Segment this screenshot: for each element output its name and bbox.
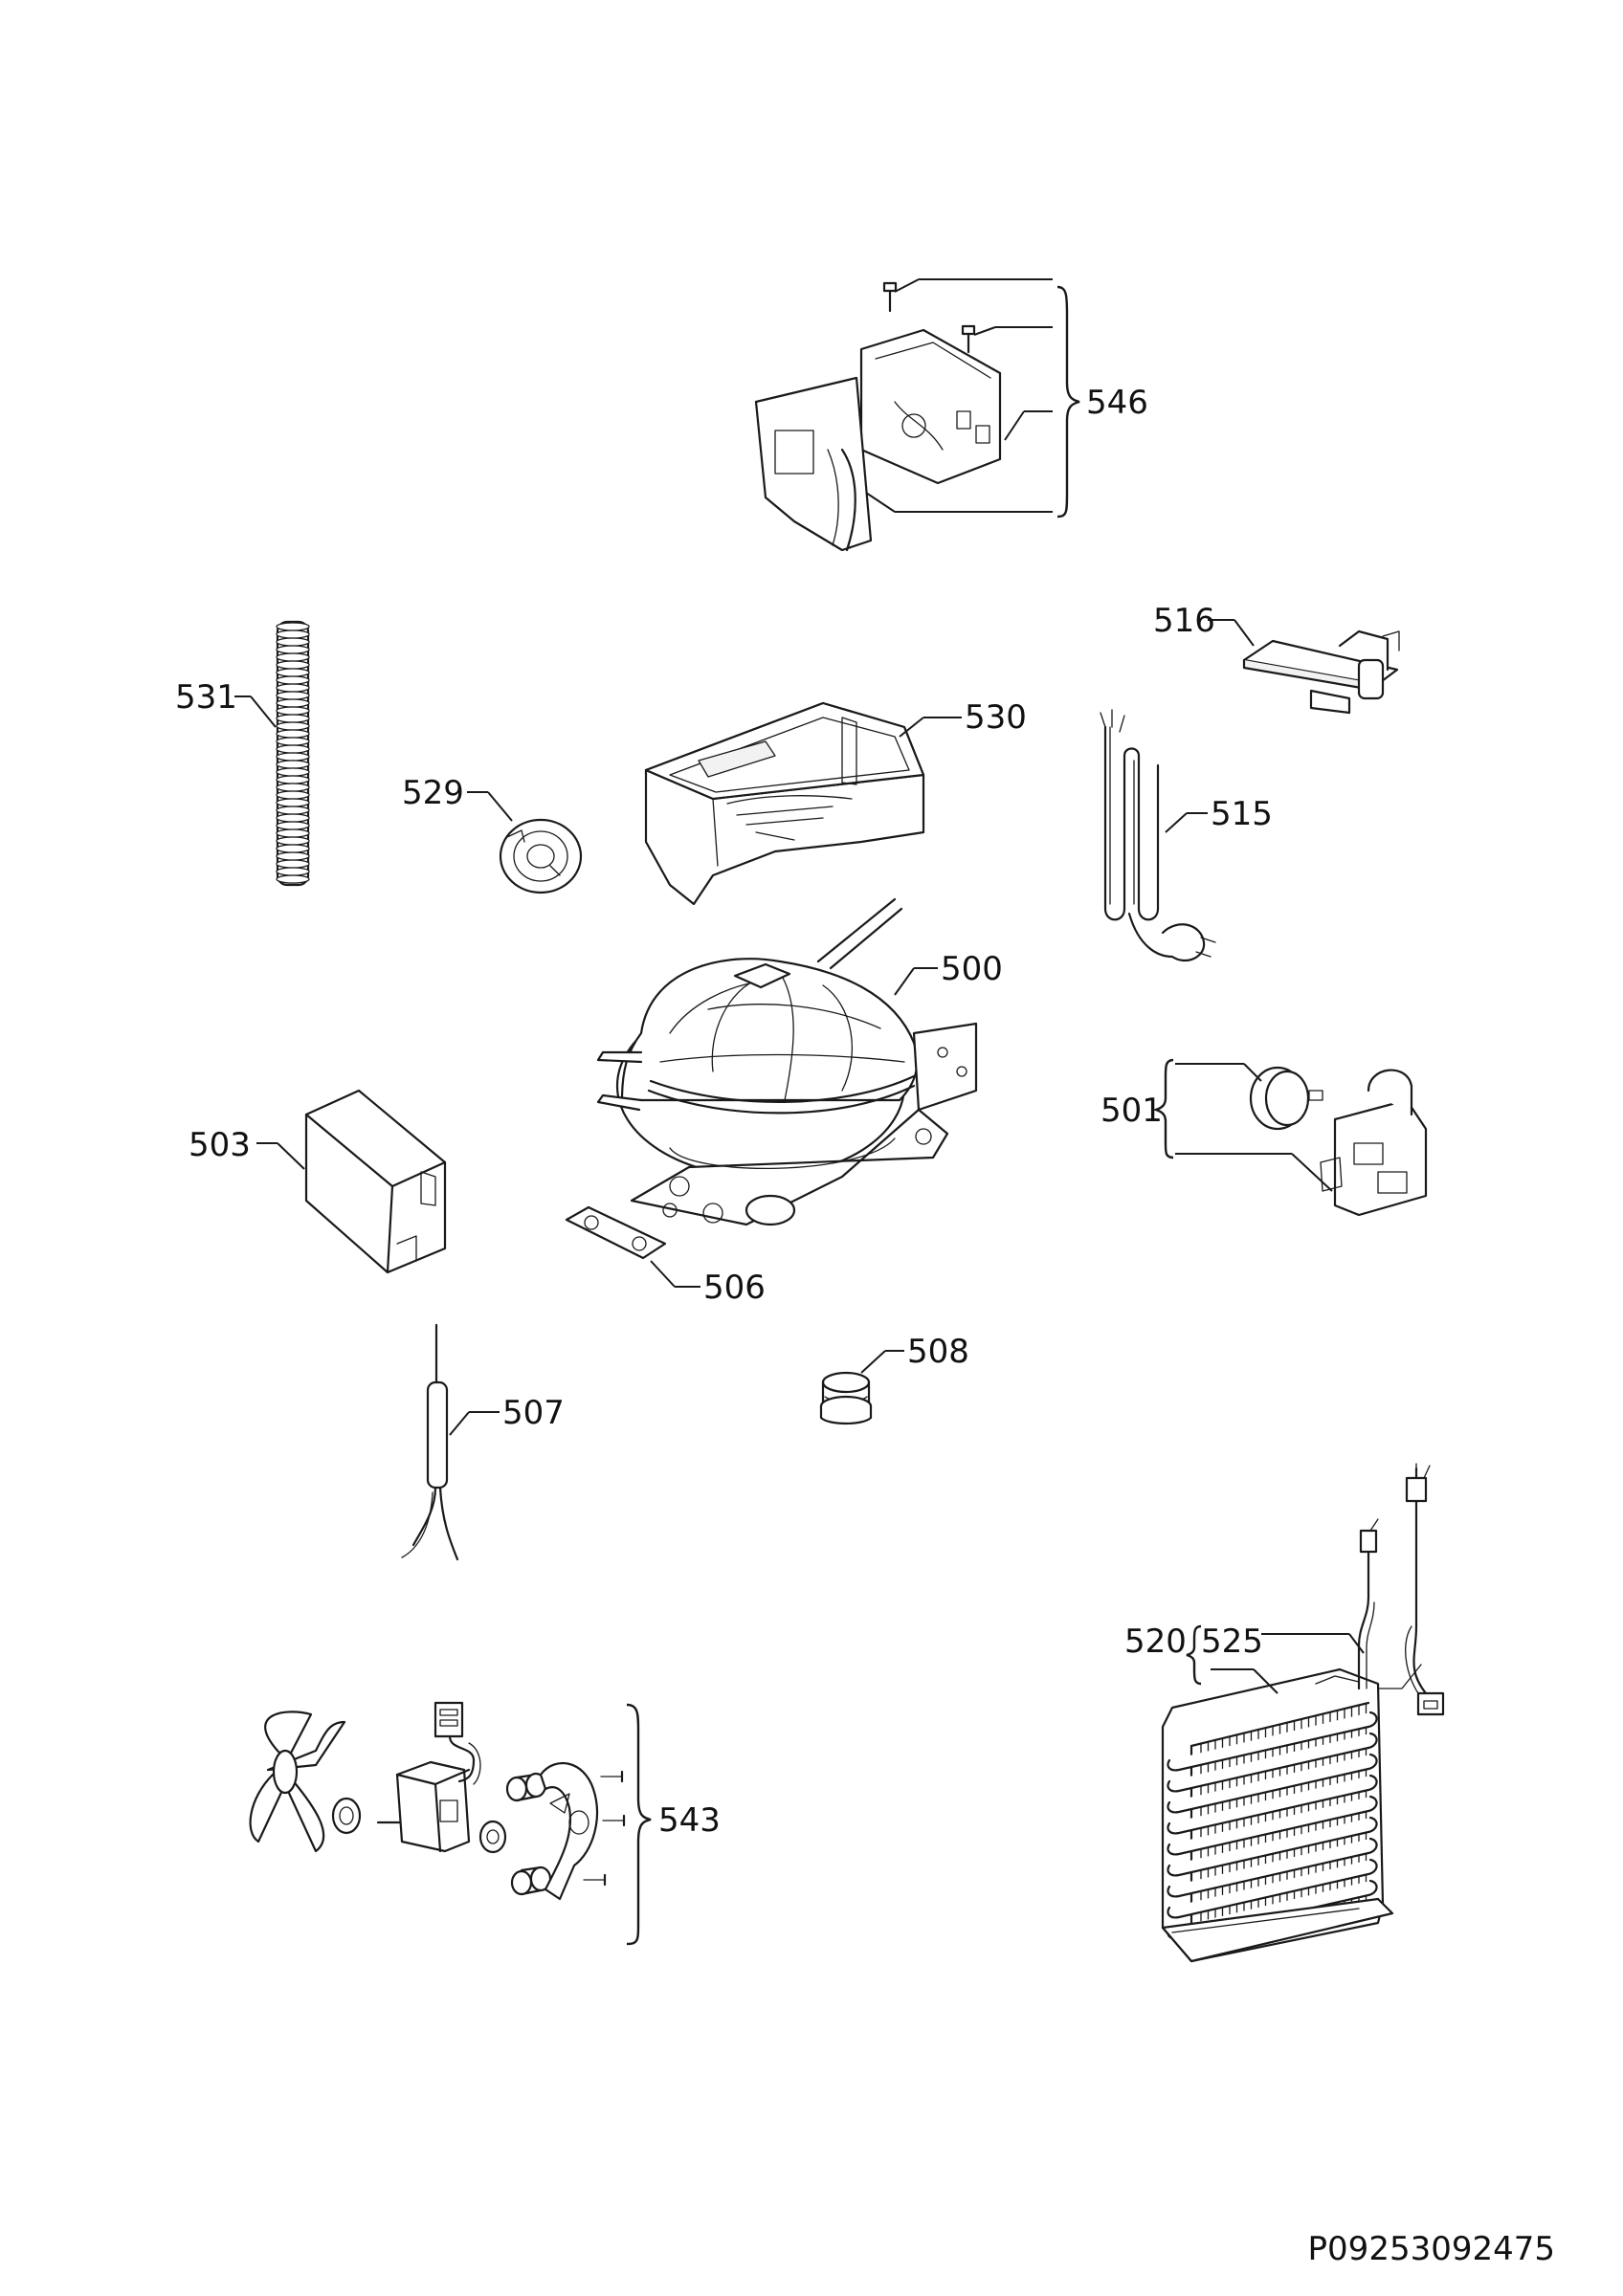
part-543-fan-assembly [249, 1701, 626, 1901]
part-503-cover-box [304, 1089, 447, 1274]
hose-ring [276, 836, 310, 846]
label-516: 516 [1153, 602, 1215, 640]
part-530-compressor-tray [644, 701, 925, 906]
hose-ring [276, 828, 310, 838]
hose-ring [276, 806, 310, 815]
part-531-drain-hose [276, 620, 310, 887]
hose-ring [276, 851, 310, 861]
hose-ring [276, 645, 310, 654]
label-508: 508 [907, 1333, 969, 1371]
label-546: 546 [1086, 384, 1148, 422]
hose-ring [276, 629, 310, 639]
part-520-condenser [1161, 1667, 1394, 1963]
part-529-grommet [499, 818, 583, 894]
label-525: 525 [1201, 1623, 1263, 1661]
hose-ring [276, 691, 310, 700]
label-506: 506 [703, 1269, 766, 1307]
condenser-tube [1167, 1753, 1378, 1814]
condenser-tube [1167, 1837, 1378, 1898]
label-507: 507 [502, 1394, 565, 1432]
hose-ring [276, 867, 310, 876]
hose-ring [276, 714, 310, 723]
hose-ring [276, 874, 310, 884]
hose-ring [276, 729, 310, 739]
hose-ring [276, 859, 310, 869]
part-507-filter-drier [401, 1323, 459, 1561]
part-501-relay-protector [1249, 1066, 1428, 1217]
hose-ring [276, 706, 310, 716]
hose-ring [276, 668, 310, 677]
part-500-compressor [596, 897, 978, 1226]
label-543: 543 [658, 1801, 721, 1840]
part-546-leaders [865, 278, 1080, 519]
part-508-grommet [819, 1371, 873, 1425]
hose-ring [276, 844, 310, 853]
hose-ring [276, 798, 310, 807]
part-525-sensor-leads [1315, 1463, 1445, 1716]
condenser-tube [1167, 1732, 1378, 1793]
hose-ring [276, 683, 310, 693]
hose-ring [276, 790, 310, 800]
hose-ring [276, 637, 310, 647]
label-529: 529 [402, 774, 464, 812]
hose-ring [276, 698, 310, 708]
hose-ring [276, 821, 310, 830]
condenser-tube [1167, 1795, 1378, 1856]
label-530: 530 [965, 698, 1027, 737]
condenser-tube [1167, 1711, 1378, 1772]
condenser-tube [1167, 1858, 1378, 1919]
condenser-tube [1167, 1816, 1378, 1877]
label-520: 520 [1124, 1623, 1187, 1661]
hose-ring [276, 813, 310, 823]
hose-ring [276, 752, 310, 762]
part-515-heater-loop [1100, 709, 1216, 962]
label-500: 500 [941, 950, 1003, 988]
hose-ring [276, 652, 310, 662]
part-546-control-assembly [754, 281, 1002, 552]
hose-ring [276, 660, 310, 670]
label-501: 501 [1101, 1092, 1163, 1130]
hose-ring [276, 721, 310, 731]
hose-ring [276, 622, 310, 631]
hose-ring [276, 675, 310, 685]
drawing-code: P09253092475 [1308, 2230, 1555, 2268]
part-516-sensor-bracket [1242, 629, 1400, 715]
hose-ring [276, 783, 310, 792]
part-506-rubber-strip [565, 1205, 667, 1260]
label-503: 503 [189, 1126, 251, 1164]
hose-ring [276, 775, 310, 784]
hose-ring [276, 744, 310, 754]
hose-ring [276, 767, 310, 777]
label-531: 531 [175, 678, 237, 717]
label-515: 515 [1211, 795, 1273, 833]
condenser-tube [1167, 1774, 1378, 1835]
hose-ring [276, 760, 310, 769]
hose-ring [276, 737, 310, 746]
